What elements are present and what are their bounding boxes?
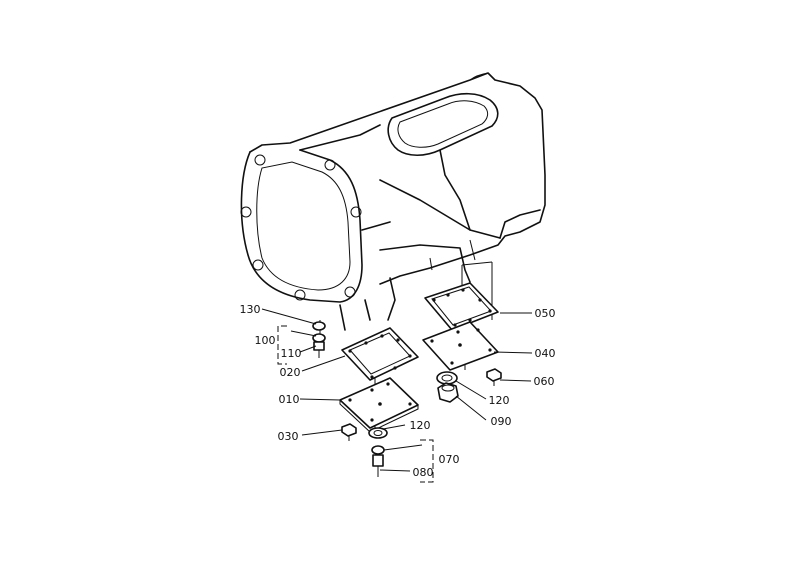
gasket-050 <box>424 282 499 331</box>
label-130: 130 <box>240 303 261 316</box>
bolt-060 <box>486 368 502 386</box>
cover-plate-010 <box>339 377 419 433</box>
drain-cock-070 <box>371 445 385 477</box>
label-040: 040 <box>535 347 556 360</box>
plug-090 <box>437 382 459 403</box>
gasket-020 <box>341 327 419 381</box>
label-010: 010 <box>279 393 300 406</box>
cover-plate-040 <box>422 321 499 371</box>
seal-120-lower <box>368 427 388 439</box>
transmission-case <box>240 72 546 331</box>
plug-110 <box>312 333 326 358</box>
bolt-030 <box>341 423 357 441</box>
label-120-lower: 120 <box>410 419 431 432</box>
label-120-upper: 120 <box>489 394 510 407</box>
label-060: 060 <box>534 375 555 388</box>
assembly-bracket-100 <box>277 325 287 365</box>
part-labels: 130 100 110 020 010 030 120 070 080 050 … <box>240 303 556 479</box>
leader-lines <box>261 308 533 472</box>
label-090: 090 <box>491 415 512 428</box>
seal-120-upper <box>436 371 458 385</box>
label-080: 080 <box>413 466 434 479</box>
label-100: 100 <box>255 334 276 347</box>
label-070: 070 <box>439 453 460 466</box>
label-030: 030 <box>278 430 299 443</box>
label-020: 020 <box>280 366 301 379</box>
label-110: 110 <box>281 347 302 360</box>
label-050: 050 <box>535 307 556 320</box>
